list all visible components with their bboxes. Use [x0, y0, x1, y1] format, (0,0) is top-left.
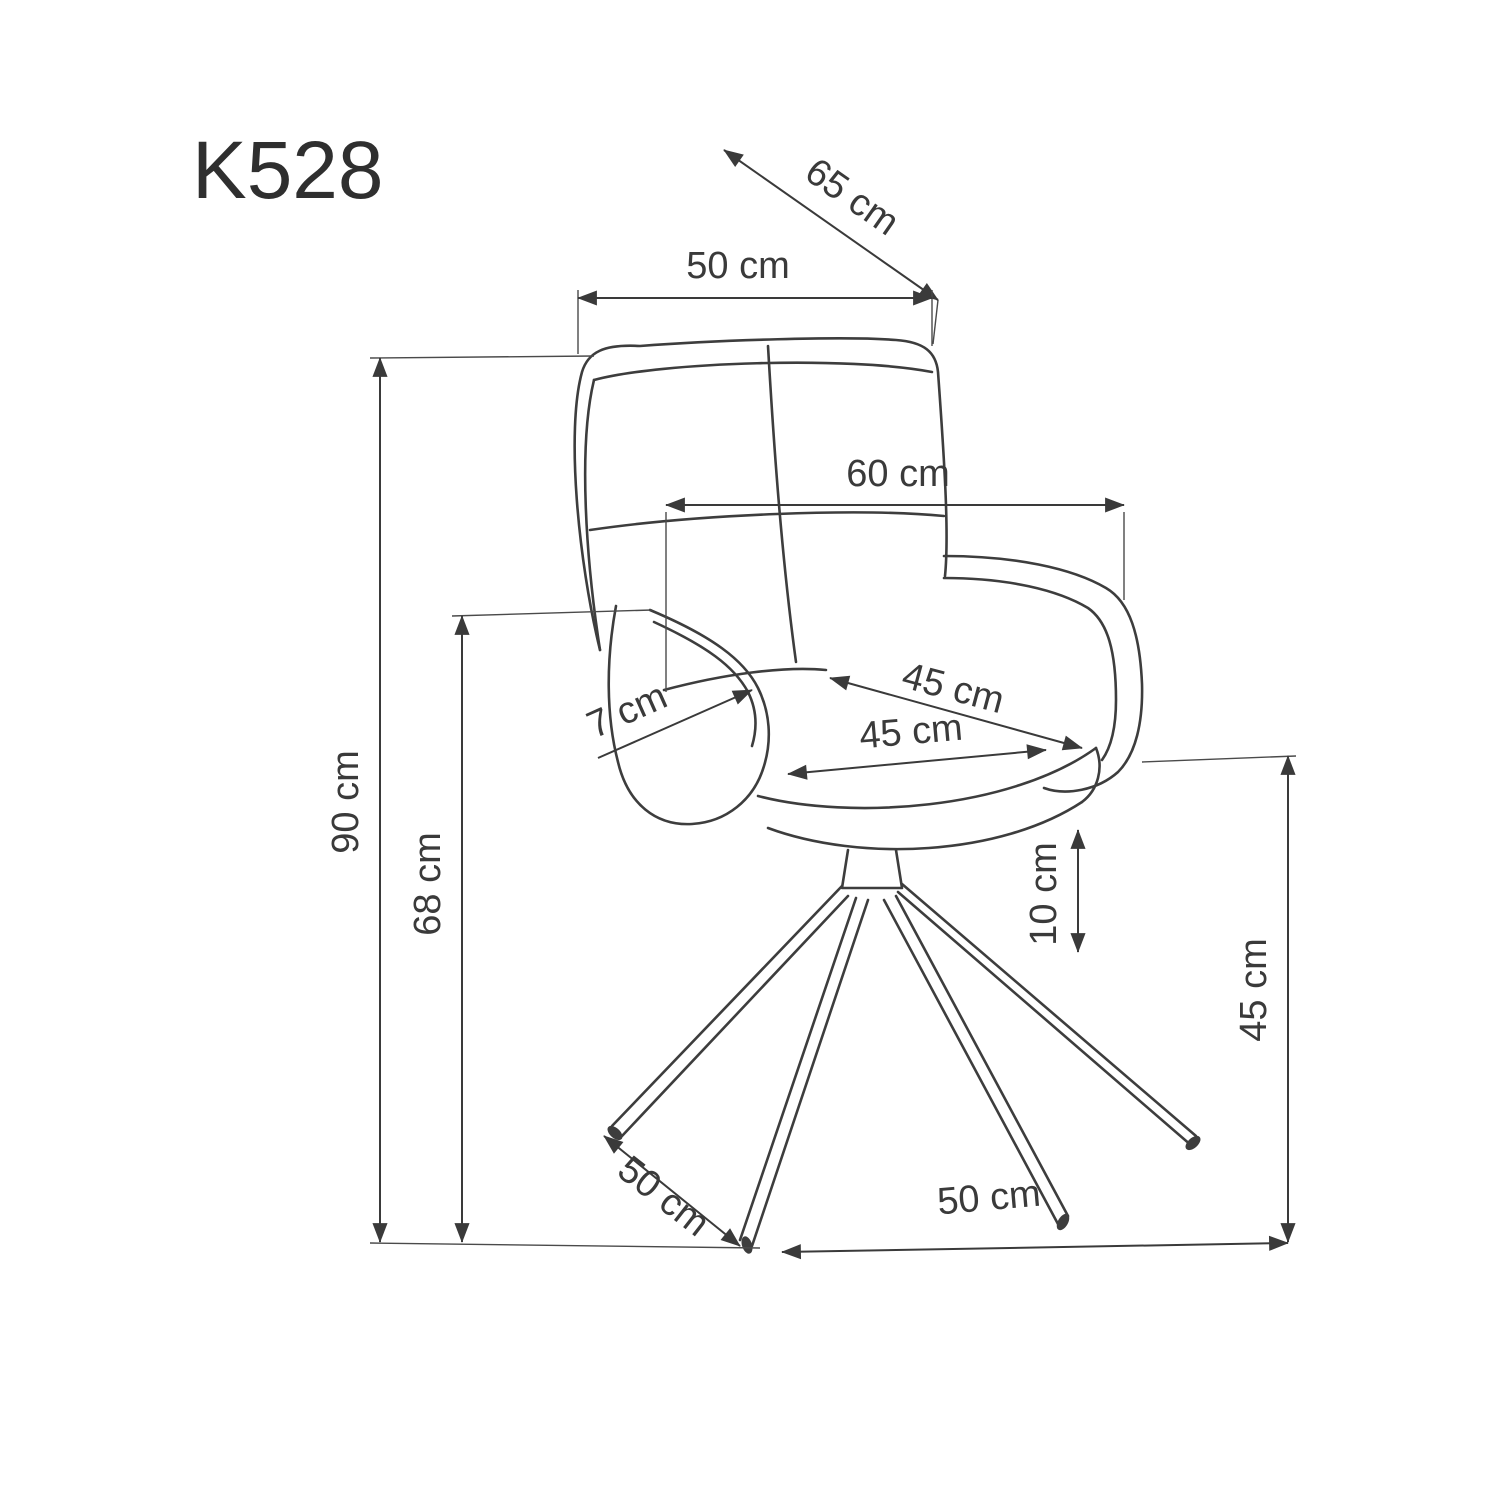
dimension-label-base-width: 50 cm — [936, 1173, 1043, 1224]
chair-backrest — [573, 337, 948, 664]
foot-pad — [741, 1236, 753, 1254]
chair-right-armrest — [942, 554, 1144, 793]
dimension-label-armrest-thickness: 7 cm — [581, 675, 673, 747]
dimension-overall-height: 90 cm — [325, 355, 761, 1249]
chair-base-legs — [607, 848, 1201, 1254]
foot-pad — [1056, 1213, 1070, 1231]
dimension-cushion-thickness: 10 cm — [1023, 829, 1086, 953]
chair-seat — [662, 667, 1101, 851]
chair-left-armrest — [607, 604, 771, 826]
dimension-base-depth: 50 cm — [603, 1135, 741, 1247]
dimension-base-width: 50 cm — [781, 1173, 1289, 1260]
chair-drawing — [573, 337, 1201, 1254]
dimension-label-overall-width: 60 cm — [846, 453, 949, 495]
dimension-label-seat-width: 45 cm — [858, 707, 965, 758]
dimension-overall-width: 60 cm — [665, 453, 1125, 692]
dimension-label-backrest-width: 50 cm — [686, 245, 789, 287]
dimension-label-seat-height: 45 cm — [1233, 938, 1275, 1041]
dimension-label-base-depth: 50 cm — [610, 1148, 717, 1245]
foot-pad — [1185, 1135, 1201, 1151]
dimension-seat-height: 45 cm — [1141, 755, 1297, 1243]
dimension-armrest-height: 68 cm — [407, 609, 653, 1243]
dimension-label-overall-height: 90 cm — [325, 750, 367, 853]
dimension-label-overall-depth: 65 cm — [797, 150, 906, 244]
dimension-label-cushion-thickness: 10 cm — [1023, 842, 1065, 945]
model-title: K528 — [192, 125, 384, 216]
dimension-backrest-width: 50 cm — [577, 245, 933, 354]
dimension-label-armrest-height: 68 cm — [407, 832, 449, 935]
backrest-horizontal-seam — [588, 511, 946, 532]
dimension-seat-width: 45 cm — [787, 707, 1047, 780]
